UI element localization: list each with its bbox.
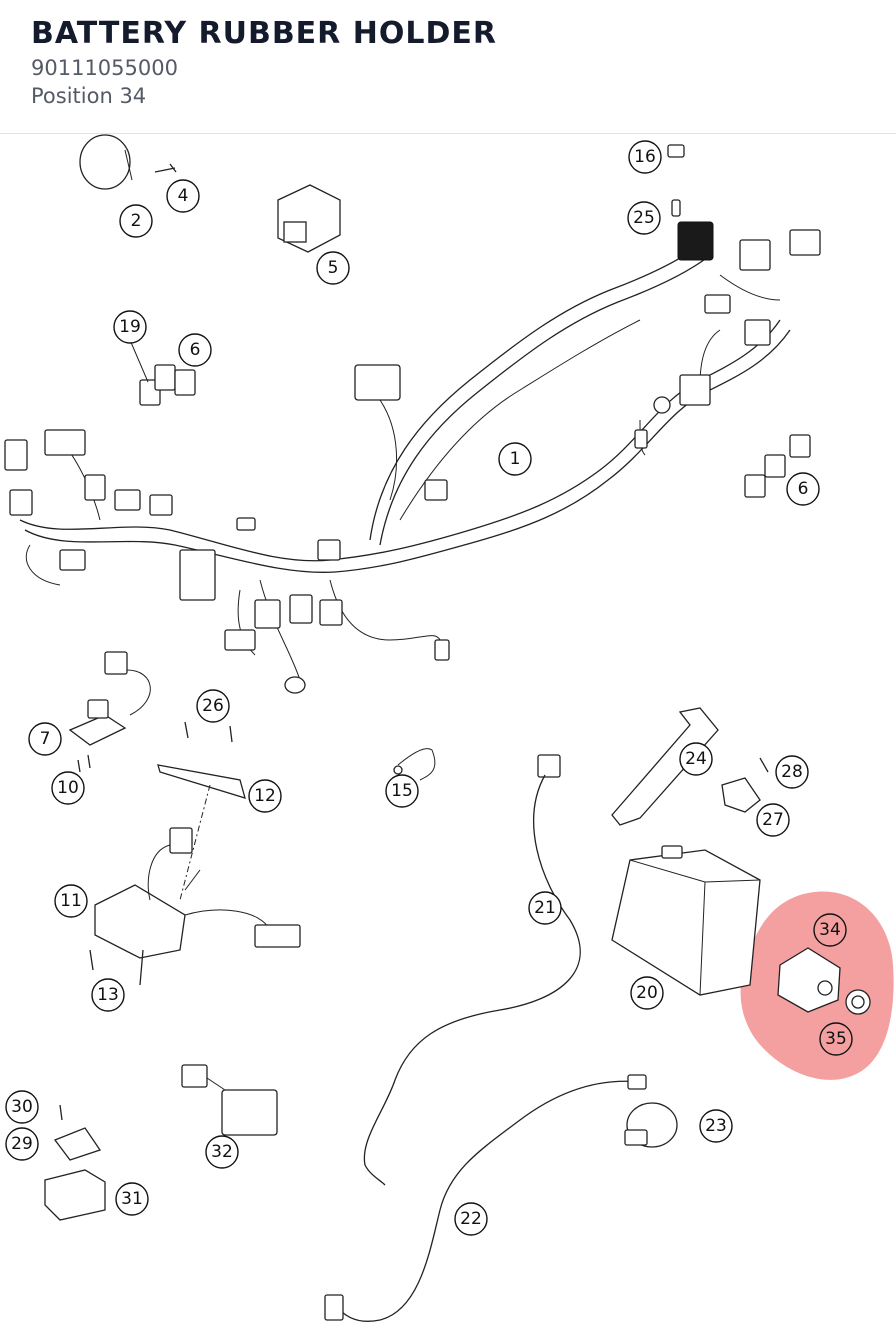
callout-20[interactable]: 20 <box>630 976 664 1010</box>
callout-5[interactable]: 5 <box>316 251 350 285</box>
svg-text:12: 12 <box>254 786 276 806</box>
svg-text:21: 21 <box>534 898 556 918</box>
svg-text:7: 7 <box>40 729 51 749</box>
svg-text:5: 5 <box>328 258 339 278</box>
part-5-drawing <box>277 184 341 253</box>
wiring-harness-drawing <box>4 221 821 694</box>
callout-35[interactable]: 35 <box>819 1022 853 1056</box>
callout-28[interactable]: 28 <box>775 755 809 789</box>
svg-text:15: 15 <box>391 781 413 801</box>
part-22-drawing <box>324 1074 647 1322</box>
callout-11[interactable]: 11 <box>54 884 88 918</box>
callout-7[interactable]: 7 <box>28 722 62 756</box>
svg-text:30: 30 <box>11 1097 33 1117</box>
callout-34[interactable]: 34 <box>813 913 847 947</box>
callout-27[interactable]: 27 <box>756 803 790 837</box>
callout-15[interactable]: 15 <box>385 774 419 808</box>
part-31-drawing <box>44 1169 106 1221</box>
callout-21[interactable]: 21 <box>528 891 562 925</box>
part-7-drawing <box>68 651 151 746</box>
part-32-drawing <box>181 1064 278 1136</box>
part-21-drawing <box>363 754 581 1186</box>
svg-text:11: 11 <box>60 891 82 911</box>
callout-29[interactable]: 29 <box>5 1127 39 1161</box>
callout-30[interactable]: 30 <box>5 1090 39 1124</box>
svg-text:26: 26 <box>202 696 224 716</box>
callout-13[interactable]: 13 <box>91 978 125 1012</box>
callout-6-left[interactable]: 6 <box>178 333 212 367</box>
callout-22[interactable]: 22 <box>454 1202 488 1236</box>
part-24-drawing <box>611 707 719 826</box>
callout-4[interactable]: 4 <box>166 179 200 213</box>
svg-text:31: 31 <box>121 1189 143 1209</box>
callout-26[interactable]: 26 <box>196 689 230 723</box>
svg-text:19: 19 <box>119 317 141 337</box>
callout-25[interactable]: 25 <box>627 201 661 235</box>
page-header: BATTERY RUBBER HOLDER 90111055000 Positi… <box>0 0 896 134</box>
callout-10[interactable]: 10 <box>51 771 85 805</box>
callout-31[interactable]: 31 <box>115 1182 149 1216</box>
svg-text:22: 22 <box>460 1209 482 1229</box>
callout-6-right[interactable]: 6 <box>786 472 820 506</box>
svg-text:2: 2 <box>131 211 142 231</box>
part-12-drawing <box>157 764 246 799</box>
svg-text:28: 28 <box>781 762 803 782</box>
part-position: Position 34 <box>31 84 147 108</box>
callout-32[interactable]: 32 <box>205 1135 239 1169</box>
part-11-drawing <box>94 827 301 959</box>
callout-12[interactable]: 12 <box>248 779 282 813</box>
callout-1[interactable]: 1 <box>498 442 532 476</box>
callout-24[interactable]: 24 <box>679 742 713 776</box>
part-title: BATTERY RUBBER HOLDER <box>31 16 497 51</box>
svg-text:23: 23 <box>705 1116 727 1136</box>
callout-19[interactable]: 19 <box>113 310 147 344</box>
svg-text:32: 32 <box>211 1142 233 1162</box>
svg-text:35: 35 <box>825 1029 847 1049</box>
part-2-drawing <box>79 134 131 190</box>
callout-16[interactable]: 16 <box>628 140 662 174</box>
svg-text:10: 10 <box>57 778 79 798</box>
svg-text:1: 1 <box>510 449 521 469</box>
svg-text:13: 13 <box>97 985 119 1005</box>
svg-text:4: 4 <box>178 186 189 206</box>
svg-text:25: 25 <box>633 208 655 228</box>
callout-23[interactable]: 23 <box>699 1109 733 1143</box>
svg-text:16: 16 <box>634 147 656 167</box>
svg-text:29: 29 <box>11 1134 33 1154</box>
svg-text:20: 20 <box>636 983 658 1003</box>
svg-text:27: 27 <box>762 810 784 830</box>
part-number: 90111055000 <box>31 56 178 80</box>
svg-text:6: 6 <box>798 479 809 499</box>
svg-text:34: 34 <box>819 920 841 940</box>
part-34-drawing <box>777 947 871 1015</box>
svg-text:24: 24 <box>685 749 707 769</box>
callout-2[interactable]: 2 <box>119 204 153 238</box>
part-20-drawing <box>611 845 761 996</box>
svg-text:6: 6 <box>190 340 201 360</box>
